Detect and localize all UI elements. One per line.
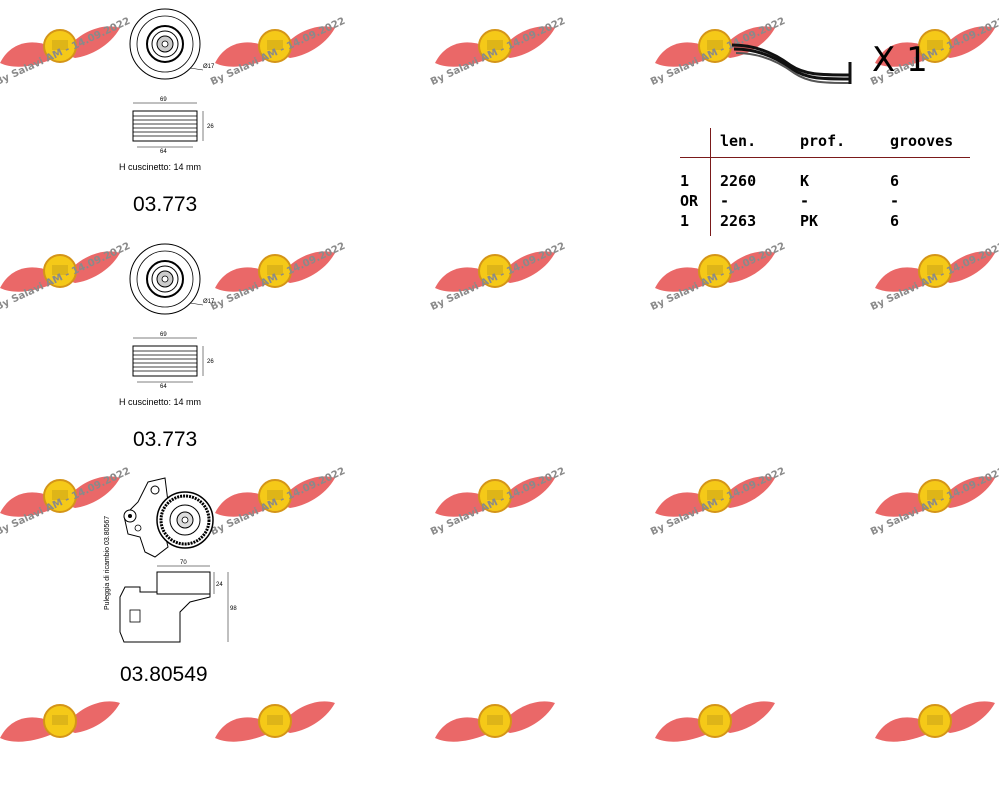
watermark-logo xyxy=(0,683,140,793)
watermark-logo: By Salavi AM - 14.09.2022 xyxy=(645,458,795,568)
row-1-len: 2260 xyxy=(720,172,757,190)
pulley-side-view: 69 26 64 xyxy=(132,97,214,155)
watermark-logo xyxy=(425,683,575,793)
width-top-label: 69 xyxy=(160,97,167,103)
row-3-len: 2263 xyxy=(720,212,757,230)
watermark-logo: By Salavi AM - 14.09.2022 xyxy=(205,458,355,568)
watermark-logo: By Salavi AM - 14.09.2022 xyxy=(0,458,140,568)
width-bottom-label: 64 xyxy=(160,149,167,155)
part-2-code: 03.773 xyxy=(133,428,198,451)
watermark-logo: By Salavi AM - 14.09.2022 xyxy=(425,233,575,343)
pulley-front-view: Ø17 xyxy=(129,8,215,80)
row-2-len: - xyxy=(720,192,730,210)
part-1-code: 03.773 xyxy=(133,193,198,216)
row-3-prof: PK xyxy=(800,212,819,230)
watermark-logo: By Salavi AM - 14.09.2022 xyxy=(645,8,795,118)
header-grooves: grooves xyxy=(890,132,954,150)
belt-spec-table: len. prof. grooves 1 2260 K 6 OR - - - 1… xyxy=(680,128,975,238)
tensioner-drawing: 70 24 98 xyxy=(119,477,237,643)
watermark-logo: By Salavi AM - 14.09.2022 xyxy=(0,8,140,118)
height-total-label: 98 xyxy=(230,606,237,612)
height-small-label: 24 xyxy=(216,582,223,588)
belt-icon xyxy=(731,43,852,84)
part-2-caption: H cuscinetto: 14 mm xyxy=(119,397,202,407)
row-1-grooves: 6 xyxy=(890,172,900,190)
watermark-logo: By Salavi AM - 14.09.2022 xyxy=(865,458,999,568)
watermark-logo: By Salavi AM - 14.09.2022 xyxy=(205,8,355,118)
part-3-drawing: 70 24 98 xyxy=(110,472,240,652)
pulley-front-view: Ø17 xyxy=(129,243,215,315)
row-1-qty: 1 xyxy=(680,172,690,190)
watermark-logo xyxy=(645,683,795,793)
row-2-grooves: - xyxy=(890,192,900,210)
watermark-logo: By Salavi AM - 14.09.2022 xyxy=(645,233,795,343)
watermark-logo xyxy=(205,683,355,793)
table-horizontal-divider xyxy=(680,157,970,158)
watermark-logo: By Salavi AM - 14.09.2022 xyxy=(425,458,575,568)
watermark-logo: By Salavi AM - 14.09.2022 xyxy=(865,8,999,118)
part-3-vertical-label: Puleggia di ricambio 03.80567 xyxy=(104,515,111,610)
watermark-logo: By Salavi AM - 14.09.2022 xyxy=(0,233,140,343)
bore-label: Ø17 xyxy=(203,64,215,70)
header-prof: prof. xyxy=(800,132,846,150)
watermark-logo: By Salavi AM - 14.09.2022 xyxy=(425,8,575,118)
row-3-qty: 1 xyxy=(680,212,690,230)
watermark-logo: By Salavi AM - 14.09.2022 xyxy=(205,233,355,343)
width-bottom-label: 64 xyxy=(160,384,167,390)
watermark-logo xyxy=(865,683,999,793)
row-1-prof: K xyxy=(800,172,810,190)
width-top-label: 69 xyxy=(160,332,167,338)
part-1-drawing: Ø17 69 26 64 xyxy=(100,8,230,178)
part-2-drawing: Ø17 69 26 64 xyxy=(100,243,230,413)
pulley-side-view: 69 26 64 xyxy=(132,332,214,390)
row-2-prof: - xyxy=(800,192,810,210)
part-3-code: 03.80549 xyxy=(120,663,208,686)
table-vertical-divider xyxy=(710,128,711,236)
width-label: 70 xyxy=(180,560,187,566)
part-1-caption: H cuscinetto: 14 mm xyxy=(119,162,202,172)
header-len: len. xyxy=(720,132,757,150)
bore-label: Ø17 xyxy=(203,299,215,305)
watermark-logo: By Salavi AM - 14.09.2022 xyxy=(865,233,999,343)
row-2-qty: OR xyxy=(680,192,699,210)
row-3-grooves: 6 xyxy=(890,212,900,230)
height-label: 26 xyxy=(207,359,214,365)
belt-quantity: X 1 xyxy=(872,40,928,80)
height-label: 26 xyxy=(207,124,214,130)
